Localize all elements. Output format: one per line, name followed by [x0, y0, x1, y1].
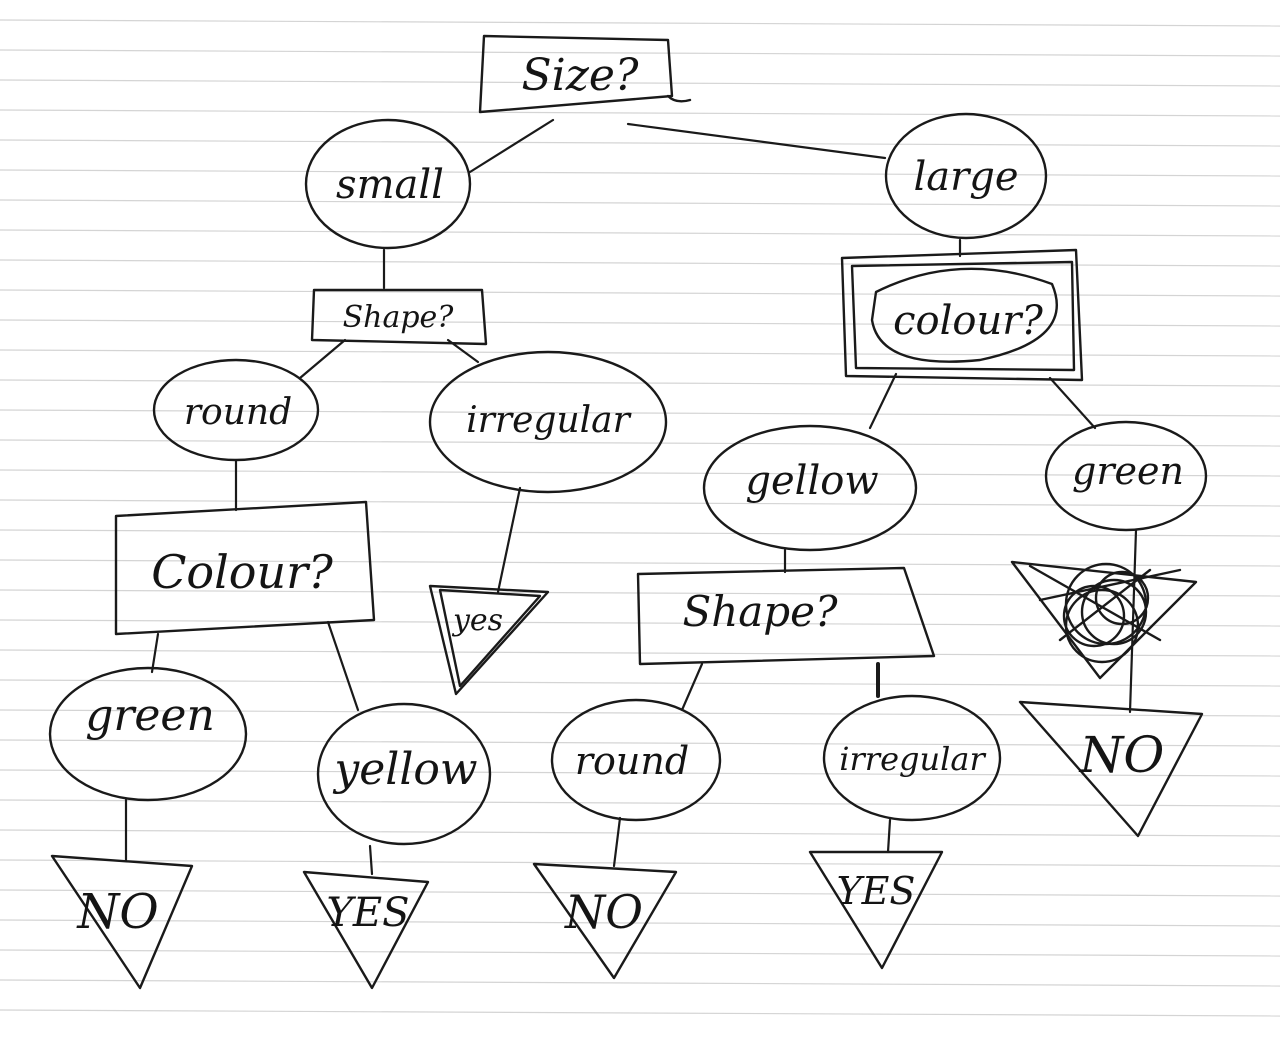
paper-rule-line	[0, 109, 1280, 117]
irregular-node-large: irregular	[822, 694, 1002, 822]
root-question-label: Size?	[521, 50, 638, 101]
paper-rule-line	[0, 259, 1280, 267]
green-label-small: green	[85, 690, 215, 741]
shape-question-node-small: Shape?	[310, 288, 488, 346]
no-label-large-round: NO	[564, 885, 643, 939]
large-node: large	[884, 112, 1048, 240]
yellow-label-small: yellow	[332, 744, 477, 795]
gellow-node-large: gellow	[702, 424, 918, 552]
paper-rule-line	[0, 349, 1280, 357]
green-node-large: green	[1044, 420, 1208, 532]
no-label-large-green: NO	[1079, 726, 1165, 784]
edge-colour-gellow	[868, 372, 898, 430]
yes-leaf-large-irregular: YES	[808, 850, 944, 970]
paper-rule-line	[0, 79, 1280, 87]
scribbled-out-leaf	[1010, 560, 1198, 680]
edge-yellow-yes	[368, 844, 374, 876]
colour-question-node-large: colour?	[840, 248, 1084, 382]
round-node-small: round	[152, 358, 320, 462]
paper-rule-line	[0, 229, 1280, 237]
paper-rule-line	[0, 709, 1280, 717]
paper-rule-line	[0, 469, 1280, 477]
paper-rule-line	[0, 49, 1280, 57]
colour-question-node-small: Colour?	[114, 500, 376, 636]
yes-label-small-yellow: YES	[326, 890, 409, 936]
yes-label-large-irregular: YES	[837, 869, 916, 913]
paper-rule-line	[0, 829, 1280, 837]
edge-irregular-yes-large	[886, 818, 892, 854]
root-question-node: Size?	[478, 34, 692, 114]
paper-rule-line	[0, 799, 1280, 807]
green-node-small: green	[48, 666, 248, 802]
edge-round-no	[612, 816, 622, 868]
small-label: small	[336, 162, 444, 208]
paper-rule-line	[0, 949, 1280, 957]
paper-rule-line	[0, 499, 1280, 507]
yes-leaf-small-yellow: YES	[302, 870, 430, 990]
small-node: small	[304, 118, 472, 250]
paper-rule-line	[0, 409, 1280, 417]
paper-rule-line	[0, 319, 1280, 327]
edge-irregular-yes	[496, 486, 522, 594]
paper-ruling	[0, 19, 1280, 1017]
yellow-node-small: yellow	[316, 702, 492, 846]
paper-rule-line	[0, 199, 1280, 207]
paper-rule-line	[0, 169, 1280, 177]
round-label-large: round	[575, 739, 689, 783]
edge-colour-yellow	[326, 620, 360, 712]
round-label-small: round	[184, 392, 292, 433]
paper-rule-line	[0, 529, 1280, 537]
edge-shape-round-large	[680, 662, 704, 712]
shape-question-label-small: Shape?	[343, 300, 455, 335]
no-leaf-small-green: NO	[50, 854, 194, 990]
yes-label-small-irregular: yes	[451, 603, 503, 638]
colour-question-label-large: colour?	[893, 298, 1043, 344]
irregular-label-large: irregular	[839, 740, 986, 778]
shape-question-node-large: Shape?	[636, 566, 936, 666]
paper-rule-line	[0, 439, 1280, 447]
edge-colour-green-large	[1048, 376, 1097, 430]
paper-rule-line	[0, 889, 1280, 897]
no-leaf-large-round: NO	[532, 862, 678, 980]
edge-shape-round	[298, 338, 347, 380]
edge-size-large	[626, 122, 887, 160]
edge-colour-green	[150, 632, 160, 674]
green-label-large: green	[1072, 449, 1184, 493]
no-label-small-green: NO	[76, 884, 158, 940]
irregular-node-small: irregular	[428, 350, 668, 494]
paper-rule-line	[0, 1009, 1280, 1017]
round-node-large: round	[550, 698, 722, 822]
paper-rule-line	[0, 289, 1280, 297]
yes-leaf-small-irregular: yes	[428, 584, 550, 696]
paper-rule-line	[0, 559, 1280, 567]
colour-question-label-small: Colour?	[151, 545, 333, 599]
shape-question-label-large: Shape?	[682, 587, 838, 636]
paper-rule-line	[0, 679, 1280, 687]
paper-rule-line	[0, 379, 1280, 387]
no-leaf-large-green: NO	[1018, 700, 1204, 838]
paper-rule-line	[0, 769, 1280, 777]
irregular-label-small: irregular	[466, 400, 631, 441]
paper-rule-line	[0, 919, 1280, 927]
gellow-label-large: gellow	[745, 458, 878, 504]
edge-size-small	[468, 118, 555, 174]
paper-rule-line	[0, 979, 1280, 987]
paper-rule-line	[0, 139, 1280, 147]
paper-rule-line	[0, 859, 1280, 867]
large-label: large	[913, 154, 1018, 200]
paper-rule-line	[0, 19, 1280, 27]
paper-rule-line	[0, 739, 1280, 747]
